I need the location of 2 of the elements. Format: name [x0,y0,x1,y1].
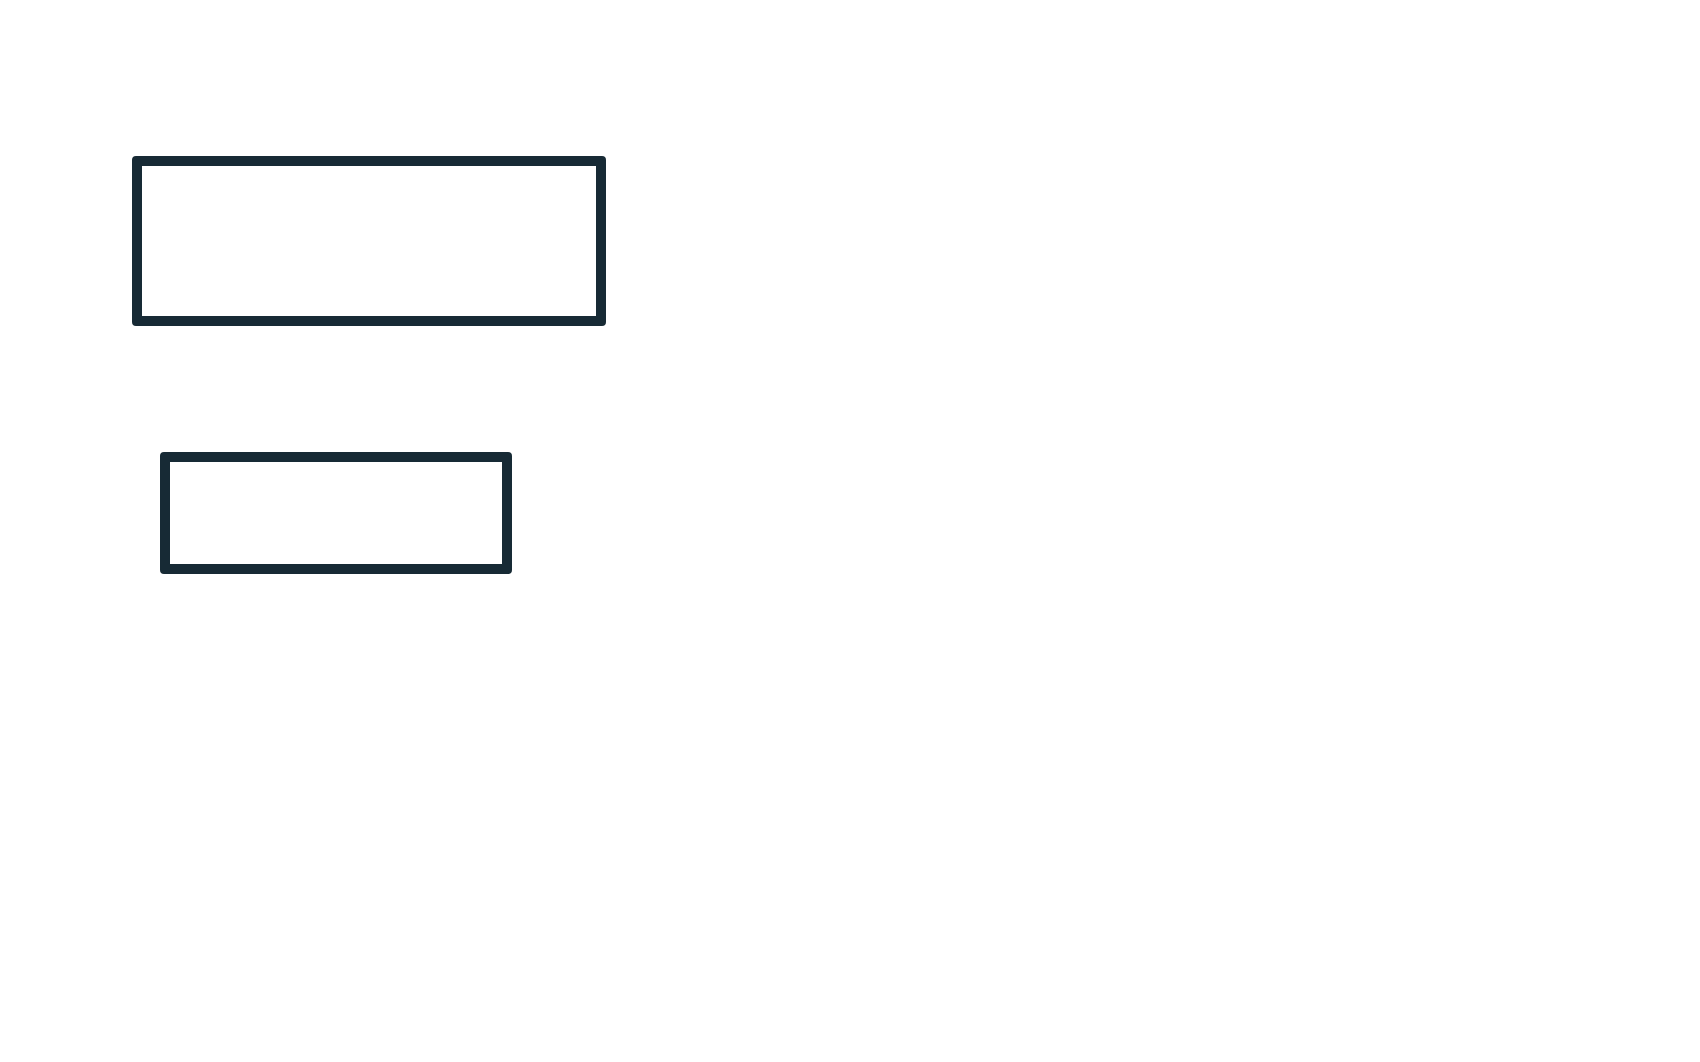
empty-box [132,156,606,326]
empty-box [160,452,512,574]
